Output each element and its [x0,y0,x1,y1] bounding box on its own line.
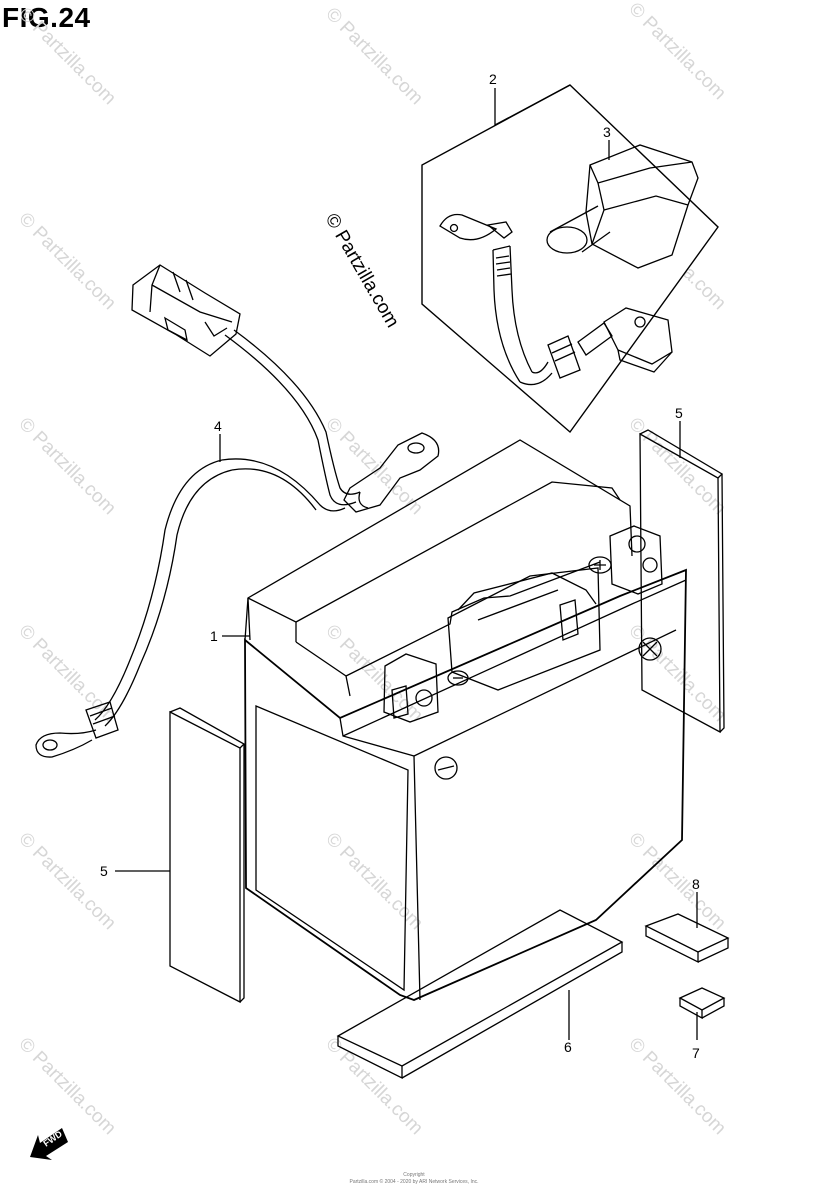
partzilla-stamp: © Partzilla.com [321,210,403,331]
watermark: © Partzilla.com [321,829,426,934]
battery-cable-part [439,213,673,386]
battery-pad-part [169,707,246,1004]
figure-title: FIG.24 [2,2,91,33]
watermark: © Partzilla.com [624,0,729,104]
watermark: © Partzilla.com [321,1034,426,1139]
copyright-notice: Copyright Partzilla.com © 2004 - 2020 by… [0,1172,828,1186]
watermark: © Partzilla.com [14,829,119,934]
fwd-arrow-icon: FWD [30,1128,68,1160]
spacer-pad-small-part [678,987,726,1020]
spacer-pad-large-part [644,913,730,964]
callout-6: 6 [564,1039,572,1055]
watermark: © Partzilla.com [14,414,119,519]
callout-8: 8 [692,876,700,892]
watermark: © Partzilla.com [14,4,119,109]
callout-1: 1 [210,628,218,644]
floor-pad-part [336,909,624,1080]
cable-kit-inset [421,84,719,434]
callout-5-left: 5 [100,863,108,879]
watermark: © Partzilla.com [321,621,426,726]
copyright-line: Copyright [403,1172,425,1178]
watermark: © Partzilla.com [14,209,119,314]
copyright-line: Partzilla.com © 2004 - 2020 by ARI Netwo… [349,1179,479,1185]
leader-lines [115,84,698,1040]
watermark: © Partzilla.com [321,4,426,109]
battery-pad-part [639,429,725,734]
lead-wire-part [35,264,440,758]
terminal-cover-part [546,144,699,269]
watermark: © Partzilla.com [624,621,729,726]
callout-7: 7 [692,1045,700,1061]
callout-5-right: 5 [675,405,683,421]
watermark: © Partzilla.com [14,1034,119,1139]
callout-4: 4 [214,418,222,434]
callout-3: 3 [603,124,611,140]
battery-part [244,439,687,1001]
watermark: © Partzilla.com [624,1034,729,1139]
callout-2: 2 [489,71,497,87]
